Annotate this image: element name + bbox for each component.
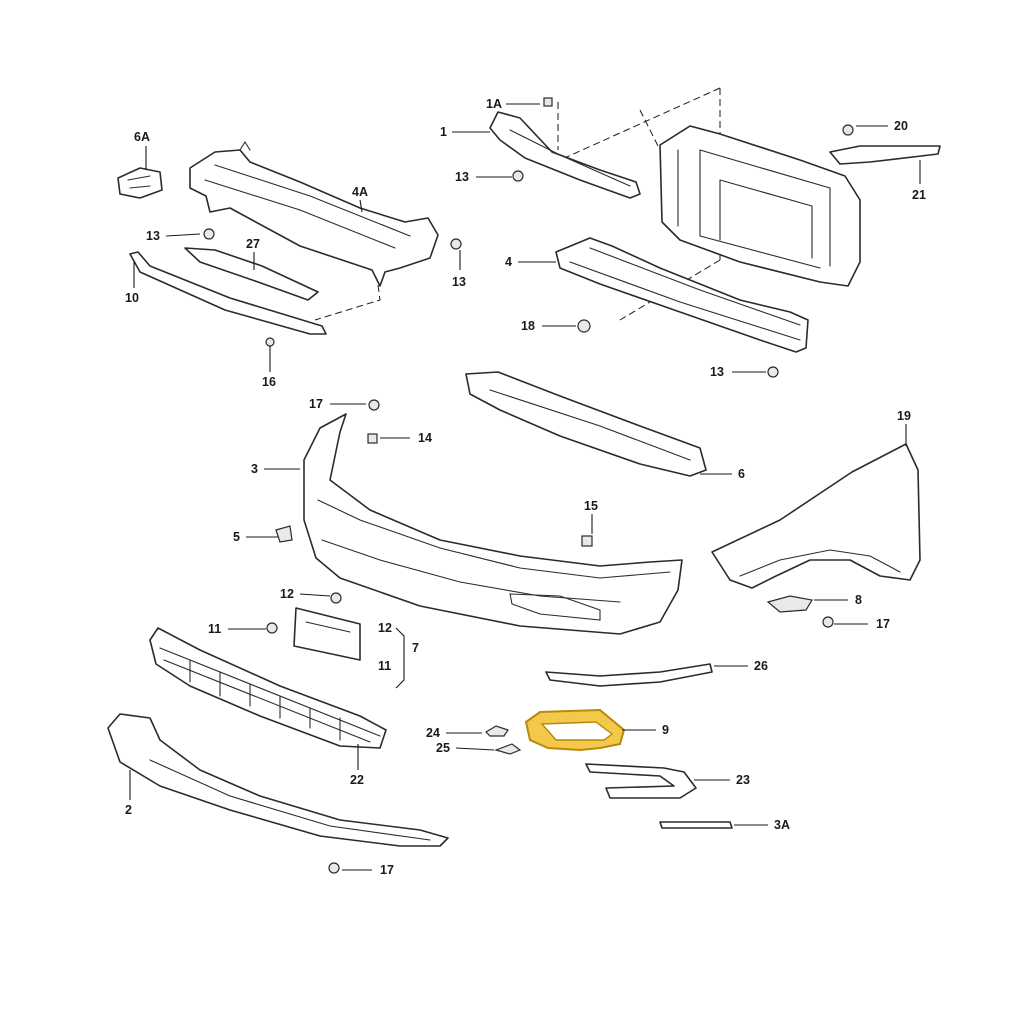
part-21-bracket[interactable] — [829, 145, 941, 165]
callout-4A[interactable]: 4A — [352, 185, 368, 199]
screw-icon-11 — [266, 622, 278, 634]
callout-8[interactable]: 8 — [855, 593, 862, 607]
part-4A-crossmember[interactable] — [189, 140, 439, 287]
callout-17[interactable]: 17 — [876, 617, 890, 631]
screw-icon-17b — [822, 616, 834, 628]
cap-icon-5 — [275, 525, 293, 543]
callout-14[interactable]: 14 — [418, 431, 432, 445]
callout-11[interactable]: 11 — [378, 659, 391, 673]
part-25-clip[interactable] — [494, 743, 522, 755]
part-8-bracket[interactable] — [766, 595, 813, 613]
callout-13[interactable]: 13 — [452, 275, 466, 289]
callout-22[interactable]: 22 — [350, 773, 364, 787]
part-22-grille[interactable] — [149, 627, 387, 749]
callout-17[interactable]: 17 — [309, 397, 323, 411]
nut-icon-18 — [577, 319, 591, 333]
part-1-bracket[interactable] — [489, 111, 641, 199]
callout-6A[interactable]: 6A — [134, 130, 150, 144]
screw-icon-13a — [203, 228, 215, 240]
part-23-fog-trim[interactable] — [585, 763, 697, 799]
callout-20[interactable]: 20 — [894, 119, 908, 133]
part-24-clip[interactable] — [485, 725, 509, 737]
callout-12[interactable]: 12 — [378, 621, 392, 635]
part-2-lower-lip[interactable] — [107, 713, 449, 847]
part-9-fog-frame-highlighted[interactable] — [524, 708, 626, 752]
part-3-bumper-cover[interactable] — [303, 413, 683, 635]
screw-icon-13c — [512, 170, 524, 182]
part-6-absorber[interactable] — [465, 371, 707, 477]
leader-lines — [129, 103, 921, 871]
callout-labels: 6A 4A 13 27 13 10 16 1A 1 13 20 21 4 18 … — [125, 97, 926, 877]
callout-17[interactable]: 17 — [380, 863, 394, 877]
callout-19[interactable]: 19 — [897, 409, 911, 423]
callout-13[interactable]: 13 — [455, 170, 469, 184]
part-19-fender[interactable] — [711, 443, 921, 589]
part-7-plate-bracket[interactable] — [293, 607, 361, 661]
callout-16[interactable]: 16 — [262, 375, 276, 389]
callout-23[interactable]: 23 — [736, 773, 750, 787]
screw-icon-13d — [767, 366, 779, 378]
callout-4[interactable]: 4 — [505, 255, 512, 269]
callout-18[interactable]: 18 — [521, 319, 535, 333]
callout-11[interactable]: 11 — [208, 622, 221, 636]
callout-13[interactable]: 13 — [146, 229, 160, 243]
clip-icon-15 — [581, 535, 593, 547]
callout-2[interactable]: 2 — [125, 803, 132, 817]
screw-icon-20 — [842, 124, 854, 136]
callout-1[interactable]: 1 — [440, 125, 447, 139]
callout-21[interactable]: 21 — [912, 188, 926, 202]
nut-icon-14 — [367, 433, 378, 444]
part-10-spoiler[interactable] — [129, 251, 327, 335]
screw-icon-13b — [450, 238, 462, 250]
part-4-impact-bar[interactable] — [555, 237, 809, 353]
clip-icon-17a — [368, 399, 380, 411]
callout-3[interactable]: 3 — [251, 462, 258, 476]
callout-9[interactable]: 9 — [662, 723, 669, 737]
nut-icon-1A — [543, 97, 553, 107]
callout-1A[interactable]: 1A — [486, 97, 502, 111]
callout-25[interactable]: 25 — [436, 741, 450, 755]
clip-icon-12 — [330, 592, 342, 604]
part-3A-molding[interactable] — [659, 821, 733, 829]
callout-26[interactable]: 26 — [754, 659, 768, 673]
callout-27[interactable]: 27 — [246, 237, 260, 251]
callout-10[interactable]: 10 — [125, 291, 139, 305]
part-6A-bracket[interactable] — [117, 167, 163, 199]
callout-5[interactable]: 5 — [233, 530, 240, 544]
screw-icon-16 — [265, 337, 275, 347]
radiator-support-frame[interactable] — [659, 125, 861, 287]
callout-12[interactable]: 12 — [280, 587, 294, 601]
callout-7[interactable]: 7 — [412, 641, 419, 655]
callout-15[interactable]: 15 — [584, 499, 598, 513]
part-27-strip[interactable] — [184, 247, 319, 301]
callout-24[interactable]: 24 — [426, 726, 440, 740]
screw-icon-17c — [328, 862, 340, 874]
callout-6[interactable]: 6 — [738, 467, 745, 481]
part-26-trim[interactable] — [545, 663, 713, 687]
callout-13[interactable]: 13 — [710, 365, 724, 379]
callout-3A[interactable]: 3A — [774, 818, 790, 832]
